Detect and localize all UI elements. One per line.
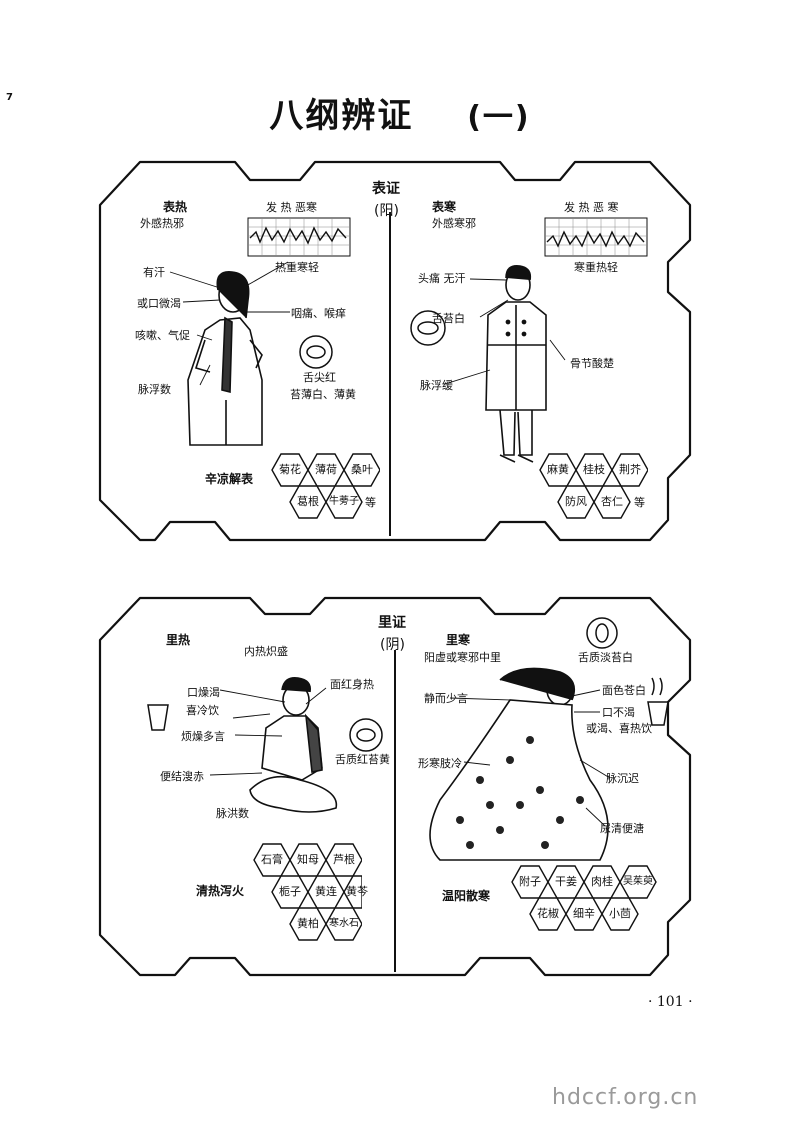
li-heat-face: 面红身热 [330,678,374,691]
herb-label: 知母 [297,853,319,866]
li-heat-mouth: 口燥渴 [187,686,220,699]
biao-cold-hex-grid [539,453,648,519]
li-cold-hex-grid [511,865,657,931]
biao-cold-chart-caption: 寒重热轻 [574,261,618,274]
biao-cold-chart-label: 发 热 恶 寒 [564,201,619,214]
herb-label: 干姜 [555,875,577,888]
herb-label: 杏仁 [601,495,623,508]
biao-cold-coating: 舌苔白 [432,312,465,325]
li-cold-title: 里寒 [446,633,471,647]
li-heat-cold-drink: 喜冷饮 [186,704,219,717]
li-cold-cold-limbs: 形寒肢冷 [418,757,462,770]
li-cold-tongue: 舌质淡苔白 [578,651,633,664]
leader-lines [169,261,611,827]
herb-label: 石膏 [261,853,283,866]
herb-label: 芦根 [333,853,355,866]
li-cold-pulse: 脉沉迟 [606,772,639,785]
biao-cold-etc: 等 [634,496,645,509]
biao-heat-tongue: 舌尖红 [303,371,336,384]
herb-label: 荆芥 [619,463,641,476]
li-heat-herb-cluster: 石膏 知母 芦根 栀子 黄连 黄芩 黄柏 寒水石 [252,838,368,948]
woman-figure [187,271,263,446]
herb-label: 栀子 [279,885,301,898]
biao-cold-herb-cluster: 麻黄 桂枝 荆芥 防风 杏仁 [538,448,648,528]
herb-label: 菊花 [279,463,301,476]
li-cold-face: 面色苍白 [602,684,646,697]
li-cold-quiet: 静而少言 [424,692,468,705]
title-sub: (一) [467,100,531,135]
biao-cold-pulse: 脉浮缓 [420,379,453,392]
li-heat-hex-grid [253,843,362,941]
li-cold-urine: 尿清便溏 [600,822,644,835]
herb-label: 牛蒡子 [329,496,359,507]
li-heat-stool: 便结溲赤 [160,770,204,783]
biao-heat-etc: 等 [365,496,376,509]
li-cold-mouth: 口不渴 [602,706,635,719]
biao-heat-cough: 咳嗽、气促 [135,329,190,342]
biao-heat-chart-label: 发 热 恶寒 [266,201,317,214]
herb-label: 肉桂 [591,875,613,888]
man-figure [485,264,547,463]
li-heat-title: 里热 [166,633,191,647]
biao-heat-hex-grid [271,453,380,519]
herb-label: 桂枝 [583,463,605,476]
li-cold-warm-drink: 或渴、喜热饮 [586,722,652,735]
biao-cold-cause: 外感寒邪 [432,217,476,230]
herb-label: 吴茱萸 [623,876,653,887]
page-title: 八纲辨证 (一) [0,88,800,137]
biao-heat-coating: 苔薄白、薄黄 [290,388,356,401]
li-heat-method: 清热泻火 [196,884,245,898]
biao-heat-sweat: 有汗 [143,266,165,279]
herb-label: 花椒 [537,907,559,920]
biao-heat-title: 表热 [163,200,188,214]
page-number: · 101 · [648,994,693,1010]
li-cold-cause: 阳虚或寒邪中里 [424,651,501,664]
herb-label: 细辛 [573,907,595,920]
li-cold-method: 温阳散寒 [442,889,491,903]
li-header: 里证 [378,615,406,631]
li-heat-restless: 烦燥多言 [181,730,225,743]
li-heat-cause: 内热炽盛 [244,645,288,658]
watermark: hdccf.org.cn [552,1085,699,1110]
li-heat-pulse: 脉洪数 [216,807,249,820]
herb-label: 小茴 [609,907,631,920]
biao-cold-title: 表寒 [432,200,457,214]
herb-label: 附子 [519,875,541,888]
biao-heat-chart-caption: 热重寒轻 [275,261,319,274]
herb-label: 寒水石 [329,918,359,929]
margin-mark: 7 [6,92,13,103]
herb-label: 黄柏 [297,917,319,930]
biao-header: 表证 [372,181,400,197]
biao-heat-herb-cluster: 菊花 薄荷 桑叶 葛根 牛蒡子 [270,448,380,528]
biao-heat-throat: 咽痛、喉痒 [291,307,346,320]
li-header-sub: (阴) [380,637,405,653]
biao-header-sub: (阳) [374,203,399,219]
li-cold-herb-cluster: 附子 干姜 肉桂 吴茱萸 花椒 细辛 小茴 [510,860,660,940]
biao-cold-bone: 骨节酸楚 [570,357,614,370]
biao-heat-cause: 外感热邪 [140,217,184,230]
biao-heat-method: 辛凉解表 [205,472,254,486]
title-main: 八纲辨证 [269,96,414,136]
biao-heat-chart [247,217,351,257]
herb-label: 葛根 [297,495,319,508]
sitting-man-figure [249,676,338,813]
biao-cold-head: 头痛 无汗 [418,272,466,285]
biao-heat-pulse: 脉浮数 [138,383,171,396]
li-heat-tongue: 舌质红苔黄 [335,753,390,766]
herb-label: 黄连 [315,885,337,898]
biao-heat-thirst: 或口微渴 [137,297,181,310]
herb-label: 薄荷 [315,463,337,476]
herb-label: 麻黄 [547,463,569,476]
herb-label: 防风 [565,495,587,508]
herb-label: 桑叶 [351,463,373,476]
herb-label: 黄芩 [346,885,368,898]
biao-cold-chart [544,217,648,257]
